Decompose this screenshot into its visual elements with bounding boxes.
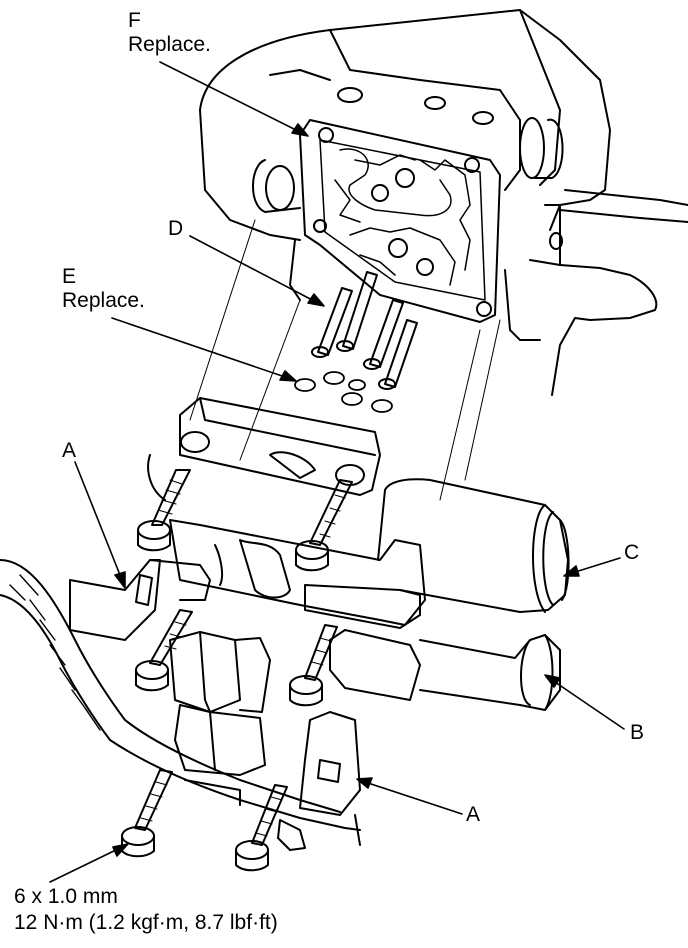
brackets-a — [69, 559, 361, 816]
o-rings-e — [294, 371, 393, 413]
callout-d-letter: D — [168, 217, 184, 240]
wire-harness — [0, 559, 361, 851]
callout-f-letter: F — [128, 9, 141, 32]
callout-b-letter: B — [630, 721, 645, 744]
callout-a-right-letter: A — [466, 803, 481, 826]
separator-plate-f — [299, 119, 501, 323]
dowel-pins-d — [311, 271, 418, 390]
callout-a-left-letter: A — [62, 439, 77, 462]
shift-solenoid-c — [377, 478, 570, 613]
callout-e-letter: E — [62, 265, 77, 288]
callout-f-note: Replace. — [128, 33, 211, 56]
solenoid-body — [147, 397, 426, 629]
callout-e-note: Replace. — [62, 289, 145, 312]
bolt-size-spec: 6 x 1.0 mm — [14, 885, 118, 908]
torque-spec: 12 N·m (1.2 kgf·m, 8.7 lbf·ft) — [14, 911, 278, 934]
callout-c-letter: C — [624, 541, 640, 564]
transmission-housing — [199, 9, 688, 396]
mounting-bolts — [121, 469, 353, 872]
shift-solenoid-b — [329, 629, 561, 711]
leader-lines — [49, 61, 625, 883]
alignment-lines — [189, 219, 501, 501]
